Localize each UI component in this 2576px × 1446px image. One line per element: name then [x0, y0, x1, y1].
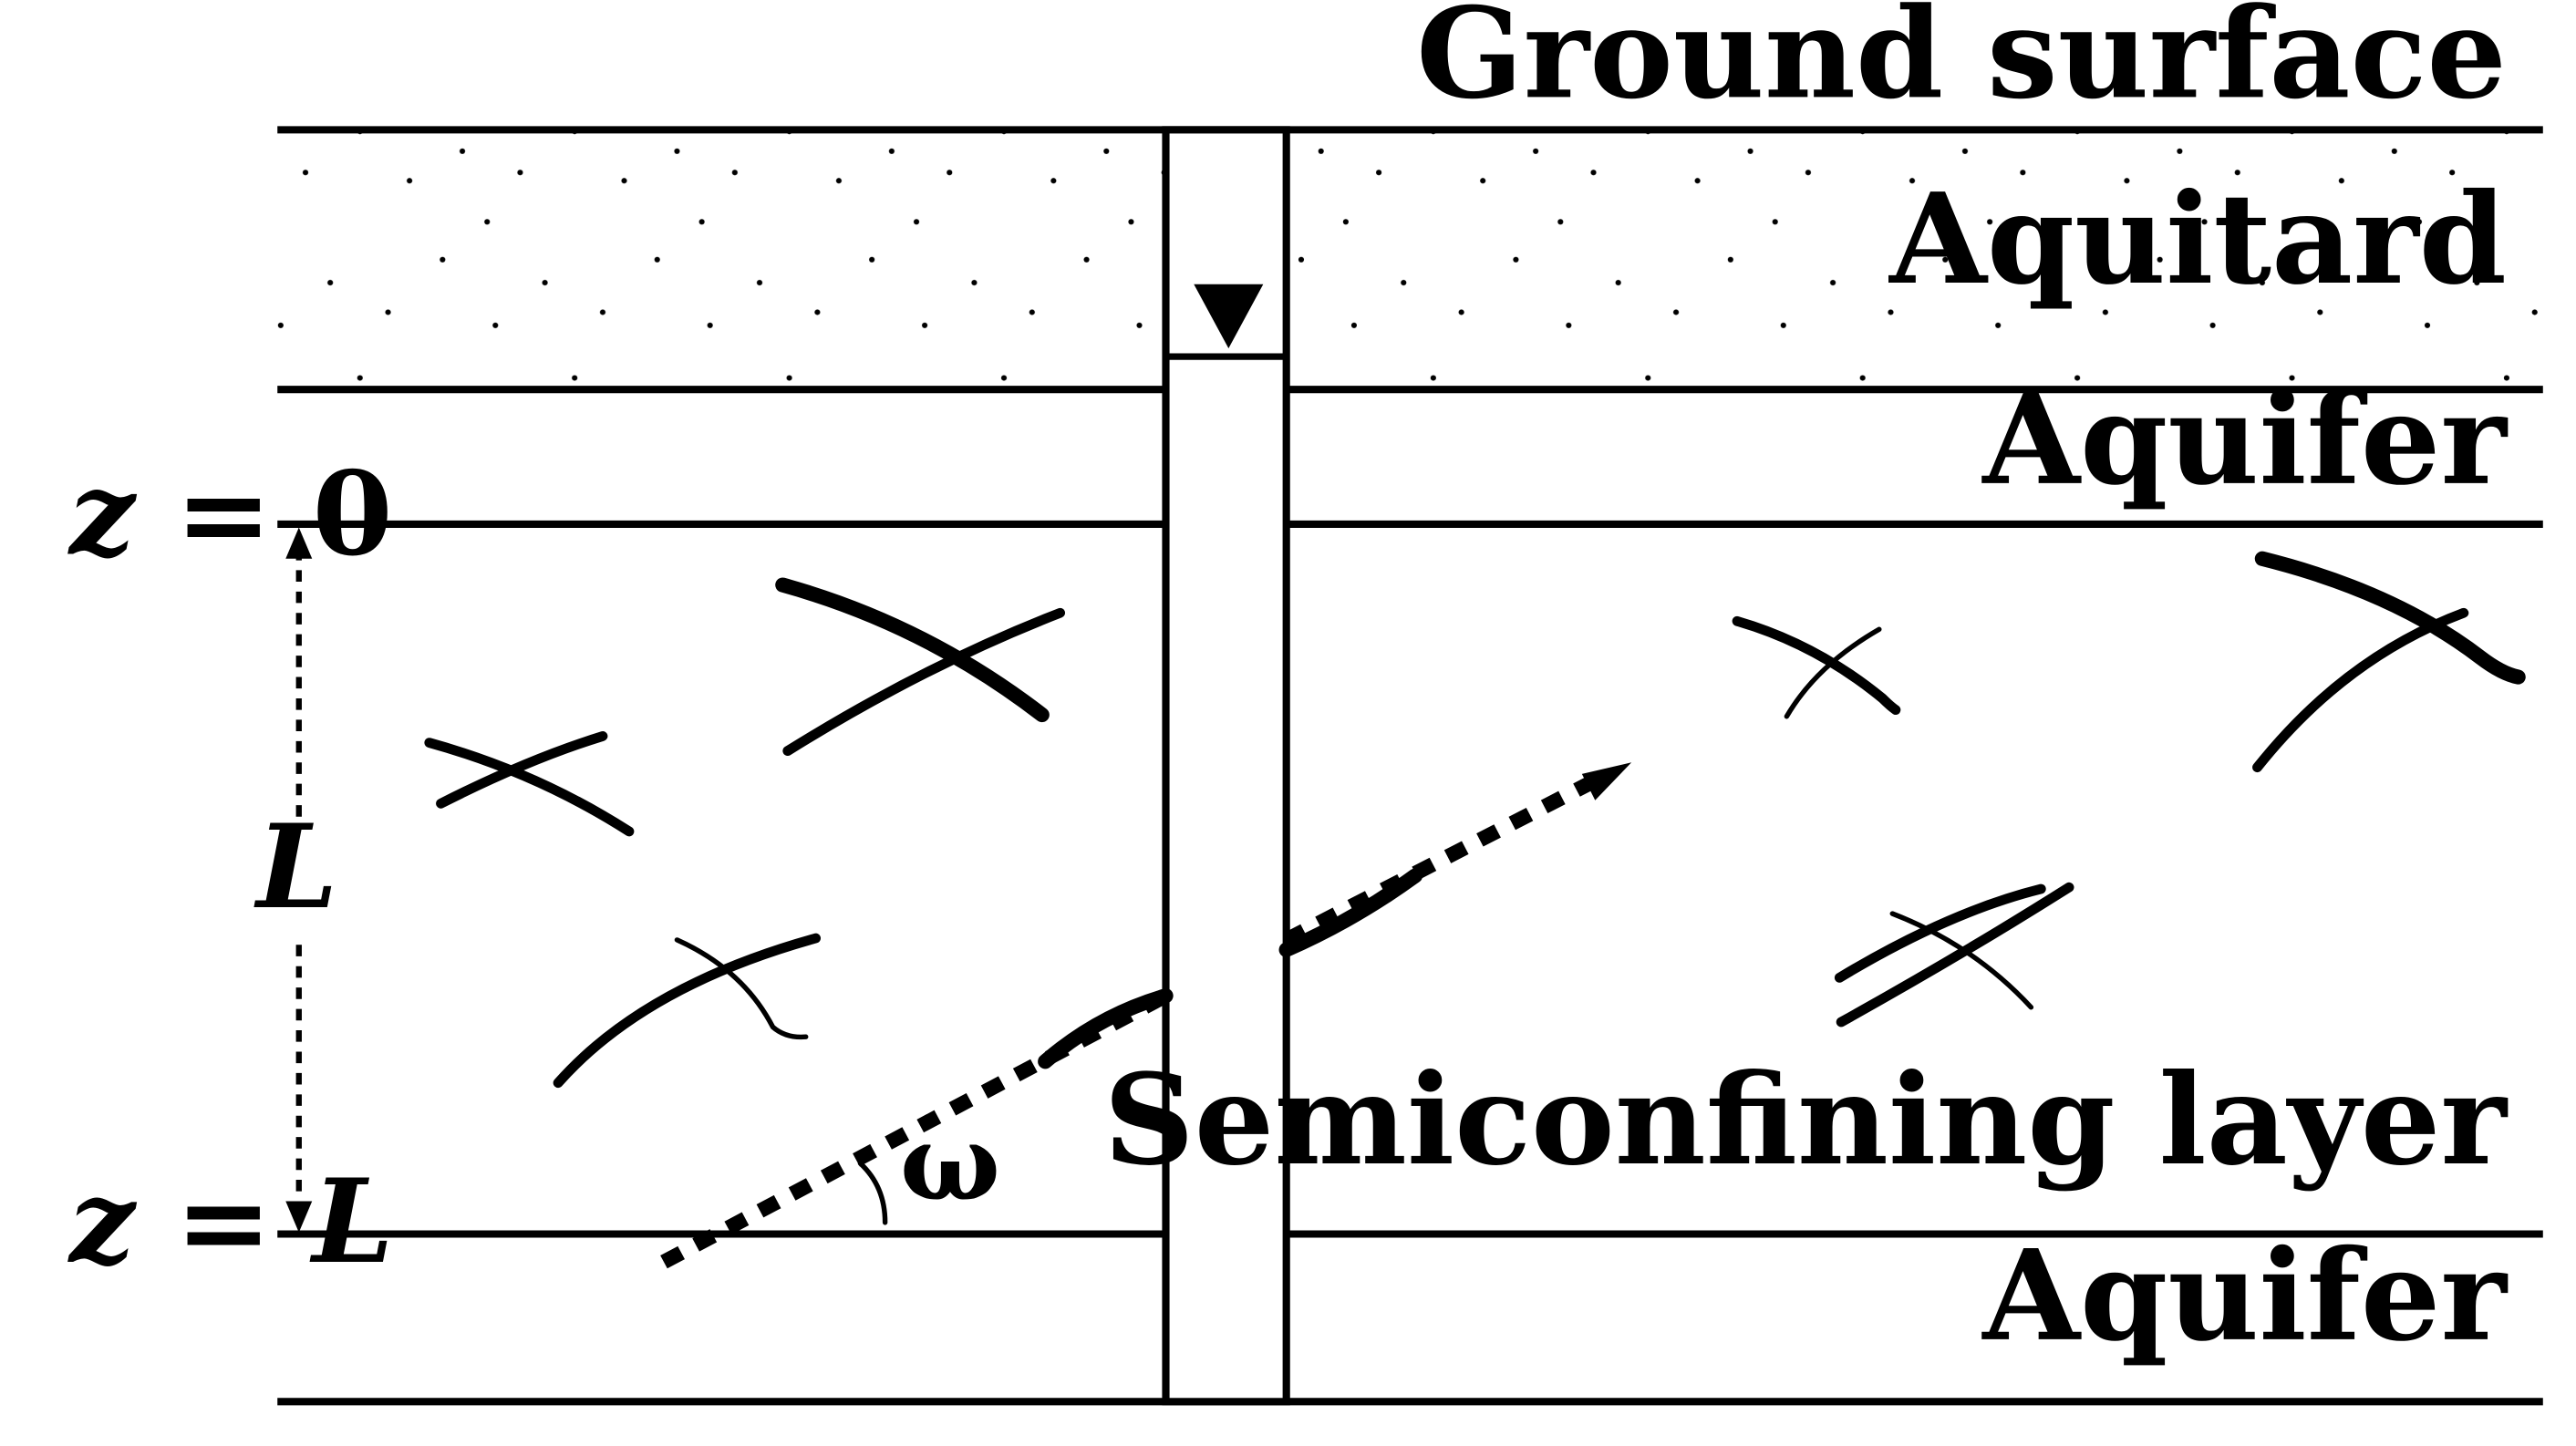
fracture-set-left: [424, 577, 1066, 1089]
angle-arc: [857, 1161, 888, 1225]
label-ground-surface: Ground surface: [1416, 0, 2507, 127]
label-semiconfining-layer: Semiconfining layer: [1103, 1047, 2508, 1193]
label-upper-aquifer: Aquifer: [1981, 367, 2508, 513]
fracture-set-right: [1732, 551, 2526, 1028]
intersecting-fracture: [660, 762, 1632, 1269]
label-lower-aquifer: Aquifer: [1981, 1223, 2508, 1369]
dimension-arrow-down-icon: [285, 1201, 313, 1233]
label-thickness-L: L: [253, 799, 337, 935]
aquitard-fill: [277, 131, 2543, 390]
thickness-dimension: [285, 527, 313, 1233]
label-angle-omega: ω: [900, 1101, 1000, 1225]
label-z-equals-zero: z = 0: [67, 446, 393, 582]
label-z-equals-L: z = L: [67, 1153, 394, 1289]
axis-arrowhead-icon: [1581, 762, 1632, 800]
label-aquitard: Aquitard: [1888, 166, 2507, 313]
dimension-arrow-up-icon: [285, 527, 313, 559]
water-level-triangle-icon: [1194, 284, 1264, 349]
